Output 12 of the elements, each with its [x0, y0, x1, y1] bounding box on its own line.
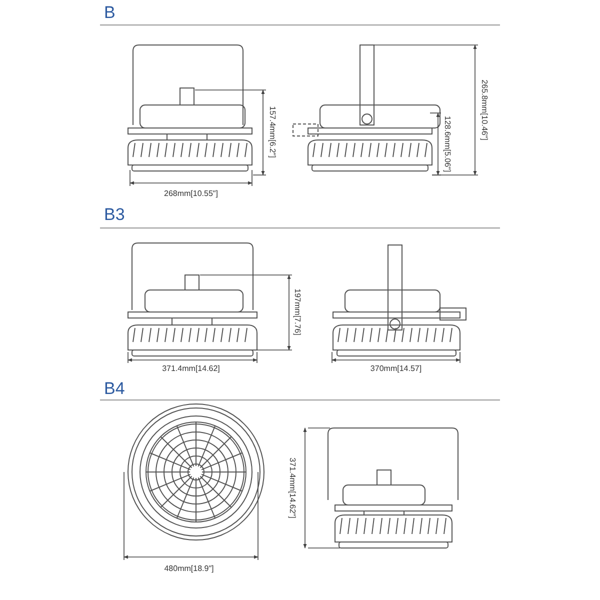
dimension-label: 157.4mm[6.2"]: [268, 106, 276, 158]
dimension-label: 371.4mm[14.62"]: [288, 458, 296, 518]
dimension-label: 371.4mm[14.62]: [162, 365, 220, 373]
dimension-label: 268mm[10.55"]: [164, 190, 218, 198]
section-heading: B: [104, 4, 116, 21]
dimension-label: 128.6mm[5.06"]: [443, 116, 451, 172]
dimension-label: 265.8mm[10.46"]: [480, 80, 488, 140]
dimension-label: 197mm[7.76]: [293, 288, 301, 336]
dimension-label: 480mm[18.9"]: [164, 565, 214, 573]
section-heading: B3: [104, 206, 125, 223]
dimension-label: 370mm[14.57]: [370, 365, 422, 373]
section-heading: B4: [104, 380, 125, 397]
